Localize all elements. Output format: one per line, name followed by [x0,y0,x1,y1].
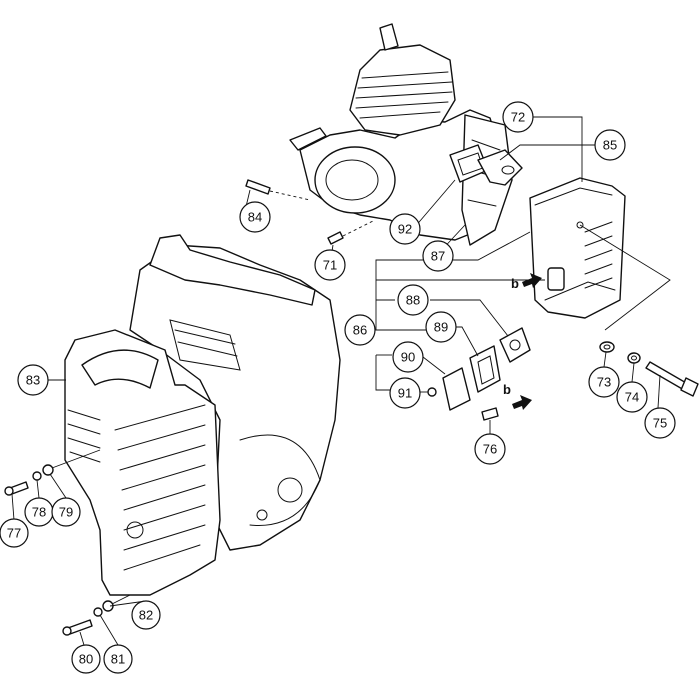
callout-79: 79 [51,497,81,527]
svg-text:74: 74 [625,390,639,405]
callout-83: 83 [17,364,49,396]
svg-text:82: 82 [139,608,153,623]
washer-81 [93,607,103,617]
reference-arrow-upper: b [511,273,542,291]
callout-72: 72 [502,101,534,133]
lock-washer-74 [627,352,641,364]
svg-text:73: 73 [597,375,611,390]
engine-cover-83 [64,329,221,596]
gasket-90 [442,367,471,411]
svg-text:89: 89 [434,320,448,335]
reference-arrow-lower: b [503,382,532,410]
bolt-76 [481,407,499,421]
gasket-88 [499,327,531,363]
callout-85: 85 [594,129,626,161]
callout-80: 80 [71,644,101,674]
engine-assembly-lower [129,234,341,551]
screw-91 [427,387,437,397]
callout-86: 86 [344,314,376,346]
callout-91: 91 [389,377,421,409]
callout-92: 92 [389,213,421,245]
callout-75: 75 [644,407,676,439]
svg-text:86: 86 [353,323,367,338]
callout-71: 71 [314,249,346,281]
svg-text:77: 77 [7,526,21,541]
svg-text:84: 84 [248,210,262,225]
svg-text:76: 76 [483,442,497,457]
callout-74: 74 [616,381,648,413]
svg-text:88: 88 [406,293,420,308]
callout-84: 84 [239,201,271,233]
bolt-71 [327,219,376,245]
plate-89 [469,345,501,393]
washer-78 [32,471,42,481]
heat-shield-bracket-85 [477,149,523,186]
svg-text:83: 83 [26,373,40,388]
washer-73 [599,341,615,353]
svg-text:81: 81 [111,652,125,667]
svg-text:b: b [503,382,511,397]
svg-text:80: 80 [79,652,93,667]
callout-77: 77 [0,518,29,548]
callout-73: 73 [588,366,620,398]
callout-82: 82 [131,600,161,630]
svg-text:85: 85 [603,138,617,153]
callout-88: 88 [397,284,429,316]
muffler-72 [529,177,626,319]
svg-text:75: 75 [653,416,667,431]
engine-assembly-upper [289,23,513,246]
callout-87: 87 [422,240,454,272]
callout-81: 81 [103,644,133,674]
callout-76: 76 [474,433,506,465]
pin-84 [245,179,311,201]
svg-text:91: 91 [398,386,412,401]
svg-text:87: 87 [431,249,445,264]
callout-89: 89 [425,311,457,343]
svg-text:79: 79 [59,505,73,520]
svg-text:71: 71 [323,258,337,273]
bolt-75 [645,361,699,397]
callout-78: 78 [24,497,54,527]
callout-90: 90 [392,341,424,373]
svg-text:92: 92 [398,222,412,237]
screw-80 [62,619,93,636]
screw-77 [4,481,29,496]
svg-text:90: 90 [401,350,415,365]
svg-text:72: 72 [511,110,525,125]
svg-text:b: b [511,276,519,291]
washer-79 [42,464,54,476]
svg-text:78: 78 [32,505,46,520]
